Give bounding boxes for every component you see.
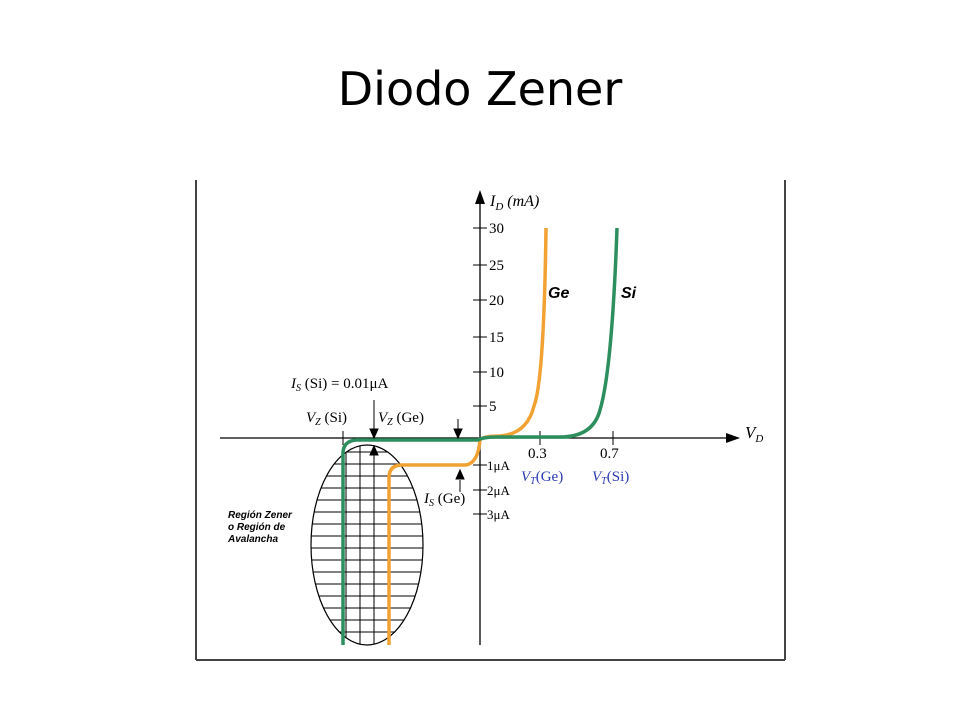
y-tick-label: 25 <box>489 258 504 274</box>
negative-tick-labels: 1μA 2μA 3μA <box>487 458 510 522</box>
zener-region-line: Avalancha <box>227 534 278 545</box>
zener-region-hatch <box>310 444 424 646</box>
annotation-arrows <box>369 400 465 492</box>
si-curve <box>341 227 619 645</box>
vz-ge-label: VZ (Ge) <box>378 410 424 428</box>
y-tick-label: 30 <box>489 221 504 237</box>
zener-region-label: Región Zener o Región de Avalancha <box>227 510 293 545</box>
neg-tick-label: 1μA <box>487 458 510 473</box>
y-axis-label: ID (mA) <box>489 193 539 213</box>
y-tick-label: 10 <box>489 365 504 381</box>
vt-si-value: 0.7 <box>600 446 619 462</box>
slide-title: Diodo Zener <box>337 62 623 116</box>
y-ticks <box>473 227 487 515</box>
si-label: Si <box>621 285 637 302</box>
vt-ge-label: VT(Ge) <box>521 469 563 487</box>
neg-tick-label: 2μA <box>487 483 510 498</box>
y-tick-label: 20 <box>489 293 504 309</box>
y-tick-label: 5 <box>489 399 497 415</box>
y-axis-arrow <box>475 190 485 204</box>
is-ge-label: IS (Ge) <box>423 491 465 509</box>
figure-frame <box>195 180 786 661</box>
ge-label: Ge <box>548 285 569 302</box>
y-tick-label: 15 <box>489 330 504 346</box>
vt-ge-value: 0.3 <box>528 446 547 462</box>
zener-region-line: Región Zener <box>228 510 293 521</box>
neg-tick-label: 3μA <box>487 507 510 522</box>
y-tick-labels: 30 25 20 15 10 5 <box>489 221 504 415</box>
is-si-label: IS (Si) = 0.01μA <box>290 376 389 394</box>
zener-region-line: o Región de <box>228 522 286 533</box>
vt-si-label: VT(Si) <box>592 469 629 487</box>
vz-si-label: VZ (Si) <box>306 410 347 428</box>
x-axis-label: VD <box>745 423 763 445</box>
x-axis-arrow <box>726 433 740 443</box>
axes <box>220 198 730 645</box>
